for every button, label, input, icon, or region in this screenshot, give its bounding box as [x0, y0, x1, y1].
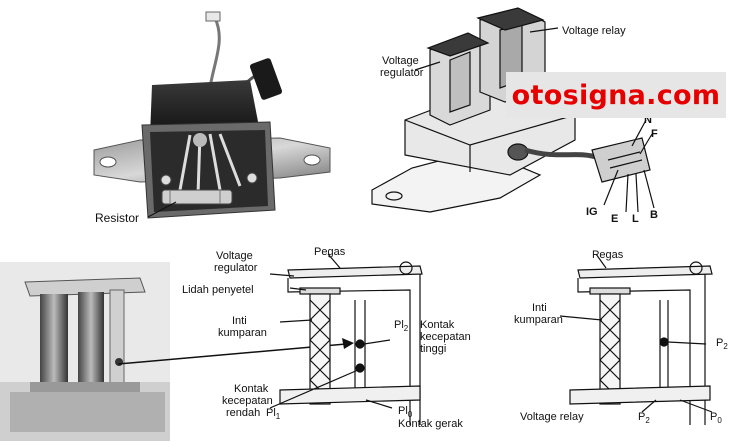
label-p2-right: P2 — [716, 338, 728, 352]
label-kontak-tinggi-1: Kontak — [420, 319, 455, 331]
label-voltage-relay-top: Voltage relay — [562, 25, 626, 37]
label-pegas-regulator: Pegas — [314, 246, 346, 258]
pl1-text: Pl — [266, 407, 276, 419]
label-kontak-tinggi-3: tinggi — [420, 343, 447, 355]
label-kontak-tinggi-2: kecepatan — [420, 331, 471, 343]
label-inti-regulator-2: kumparan — [218, 327, 267, 339]
label-inti-relay-1: Inti — [532, 302, 547, 314]
label-pl1: Pl1 — [266, 408, 280, 422]
relay-schematic — [560, 253, 713, 425]
label-inti-relay-2: kumparan — [514, 314, 563, 326]
terminal-E: E — [611, 213, 619, 225]
pl0-sub: 0 — [407, 410, 413, 420]
label-p0: P0 — [710, 412, 722, 426]
label-resistor: Resistor — [95, 211, 140, 225]
watermark-banner: otosigna.com — [506, 72, 726, 118]
p2-bottom-sub: 2 — [645, 416, 650, 426]
regulator-schematic — [270, 253, 423, 425]
watermark-text: otosigna.com — [511, 79, 721, 111]
label-voltage-regulator-top-2: regulator — [380, 67, 424, 79]
terminal-B: B — [650, 209, 658, 221]
pointer-arrow — [117, 338, 354, 365]
p2-text: P — [716, 337, 724, 349]
label-voltage-regulator-bottom-2: regulator — [214, 262, 258, 274]
p2-sub: 2 — [723, 342, 728, 352]
pl0-text: Pl — [398, 405, 408, 417]
label-pl2: Pl2 — [394, 320, 408, 334]
regulator-assembly-drawing — [371, 7, 655, 213]
p2-bottom-text: P — [638, 411, 646, 423]
pl2-text: Pl — [394, 319, 404, 331]
label-voltage-relay-bottom: Voltage relay — [520, 411, 584, 423]
terminal-L: L — [632, 213, 639, 225]
label-kontak-gerak: Kontak gerak — [398, 418, 463, 430]
label-voltage-regulator-top-1: Voltage — [382, 55, 419, 67]
relay-photo — [0, 262, 170, 441]
label-voltage-regulator-bottom-1: Voltage — [216, 250, 253, 262]
pl1-sub: 1 — [275, 412, 281, 422]
regulator-photo — [93, 11, 331, 219]
label-pl0: Pl0 — [398, 406, 412, 420]
label-pegas-relay: Pegas — [592, 249, 624, 261]
label-kontak-rendah-3: rendah — [226, 407, 261, 419]
terminal-F: F — [651, 128, 658, 140]
pl2-sub: 2 — [403, 324, 409, 334]
label-lidah-penyetel: Lidah penyetel — [182, 284, 254, 296]
label-kontak-rendah-2: kecepatan — [222, 395, 273, 407]
terminal-IG: IG — [586, 206, 598, 218]
p0-sub: 0 — [717, 416, 722, 426]
terminal-N: N — [644, 114, 652, 126]
label-p2-bottom: P2 — [638, 412, 650, 426]
label-kontak-rendah-1: Kontak — [234, 383, 269, 395]
p0-text: P — [710, 411, 718, 423]
label-inti-regulator-1: Inti — [232, 315, 247, 327]
